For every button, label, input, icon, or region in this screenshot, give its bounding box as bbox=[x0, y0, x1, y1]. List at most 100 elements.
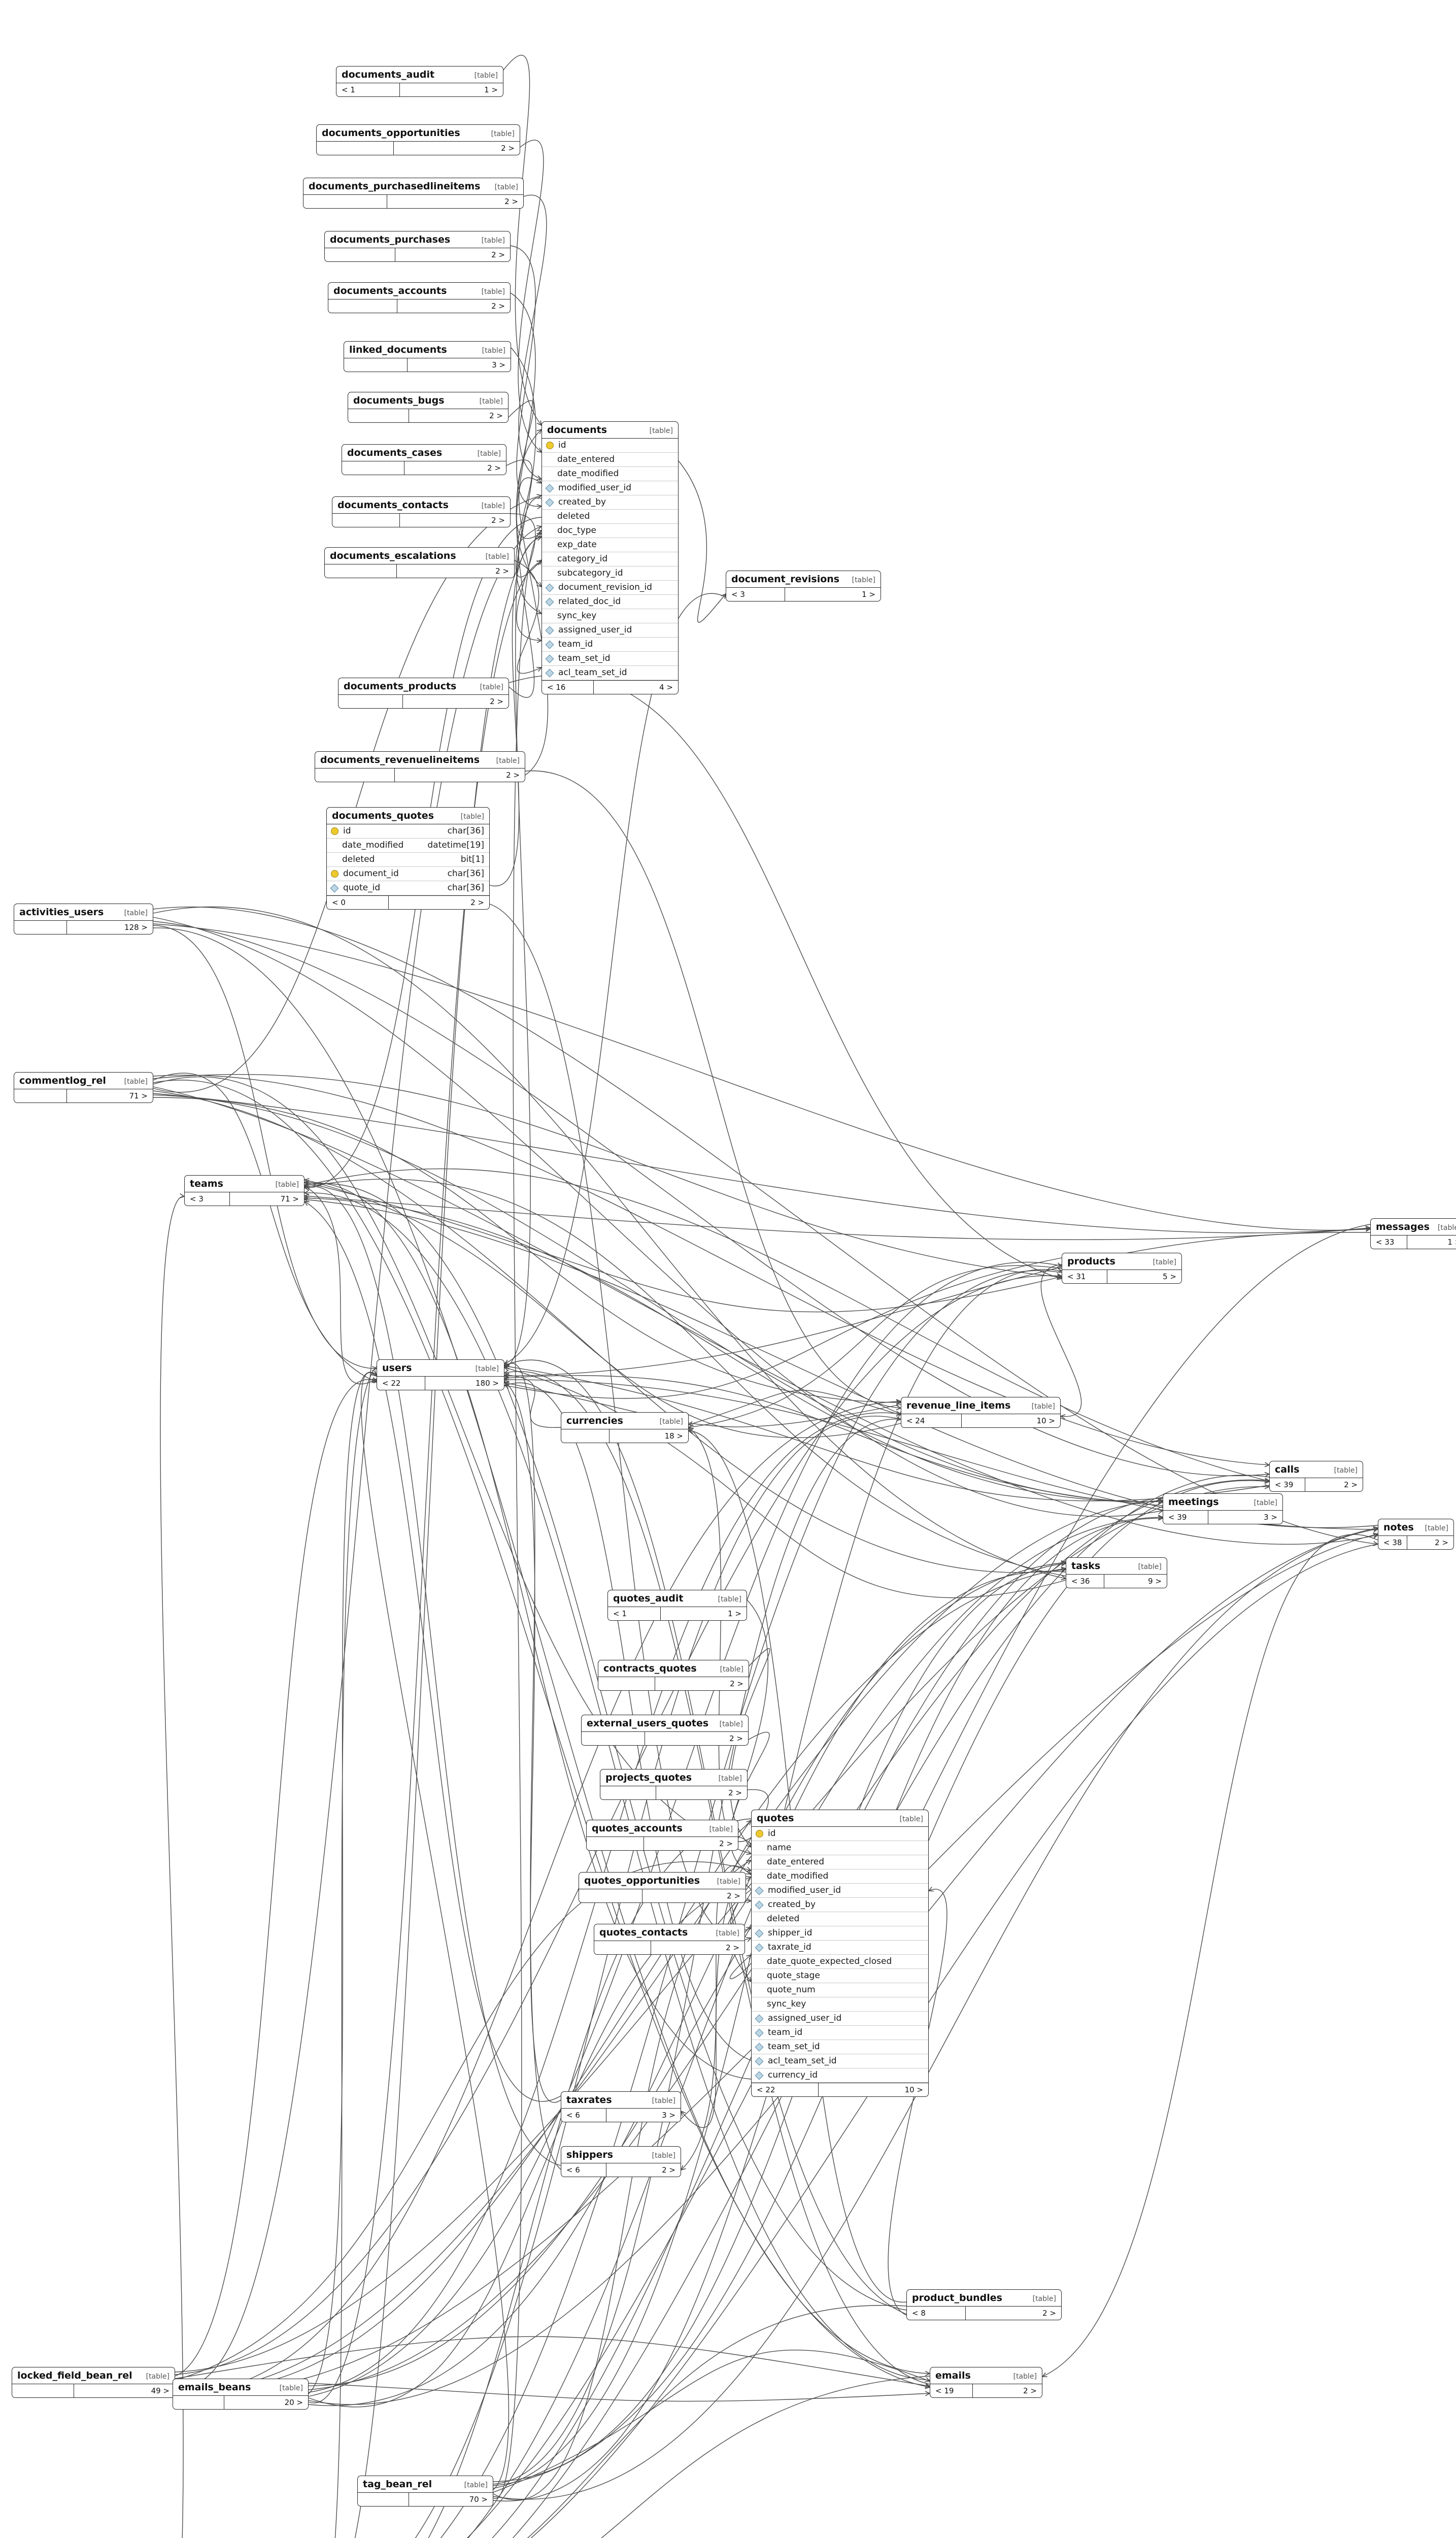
table-name[interactable]: tag_bean_rel bbox=[363, 2479, 432, 2490]
table-node-documents_purchasedlineitems[interactable]: documents_purchasedlineitems[table] 2 > bbox=[303, 178, 524, 209]
table-name[interactable]: linked_documents bbox=[349, 344, 447, 355]
edge-emails_beans-to-users bbox=[308, 1372, 377, 2394]
table-node-quotes_contacts[interactable]: quotes_contacts[table] 2 > bbox=[594, 1924, 745, 1955]
table-name[interactable]: documents_cases bbox=[347, 447, 443, 458]
table-name[interactable]: quotes bbox=[757, 1813, 794, 1824]
table-header: documents_cases[table] bbox=[342, 445, 506, 461]
table-name[interactable]: currencies bbox=[566, 1415, 623, 1426]
table-name[interactable]: tasks bbox=[1071, 1560, 1101, 1572]
table-name[interactable]: messages bbox=[1376, 1221, 1430, 1232]
table-node-documents_products[interactable]: documents_products[table] 2 > bbox=[338, 678, 509, 709]
table-header: quotes_contacts[table] bbox=[594, 1924, 744, 1941]
table-type-label: [table] bbox=[852, 576, 875, 584]
table-node-documents_cases[interactable]: documents_cases[table] 2 > bbox=[342, 444, 506, 475]
table-node-emails_beans[interactable]: emails_beans[table] 20 > bbox=[173, 2379, 309, 2410]
table-name[interactable]: revenue_line_items bbox=[906, 1400, 1011, 1411]
table-node-activities_users[interactable]: activities_users[table] 128 > bbox=[14, 904, 153, 934]
edge-currencies-to-users bbox=[504, 1375, 561, 1428]
table-node-quotes_opportunities[interactable]: quotes_opportunities[table] 2 > bbox=[579, 1872, 746, 1903]
table-name[interactable]: document_revisions bbox=[731, 574, 840, 585]
table-name[interactable]: documents_products bbox=[344, 681, 457, 692]
edge-emails_beans-to-revenue_line_items bbox=[308, 1413, 901, 2393]
table-node-documents_revenuelineitems[interactable]: documents_revenuelineitems[table] 2 > bbox=[315, 751, 525, 782]
edge-documents_purchasedlineitems-to-documents bbox=[518, 194, 547, 479]
foreign-key-icon bbox=[755, 2014, 764, 2023]
table-node-quotes_accounts[interactable]: quotes_accounts[table] 2 > bbox=[586, 1820, 738, 1851]
table-name[interactable]: quotes_contacts bbox=[599, 1927, 688, 1938]
table-name[interactable]: documents_purchasedlineitems bbox=[309, 181, 481, 192]
table-name[interactable]: quotes_accounts bbox=[592, 1823, 683, 1834]
edge-revenue_line_items-to-users bbox=[504, 1383, 901, 1427]
table-name[interactable]: documents_accounts bbox=[333, 285, 447, 296]
table-node-documents_purchases[interactable]: documents_purchases[table] 2 > bbox=[324, 231, 511, 262]
table-name[interactable]: documents_quotes bbox=[332, 810, 434, 821]
table-name[interactable]: locked_field_bean_rel bbox=[17, 2370, 132, 2381]
table-name[interactable]: product_bundles bbox=[912, 2292, 1002, 2303]
table-node-messages[interactable]: messages[table]< 331 > bbox=[1370, 1218, 1456, 1249]
table-name[interactable]: users bbox=[382, 1362, 412, 1374]
parent-relationship-count: 1 > bbox=[484, 85, 498, 94]
table-node-documents_opportunities[interactable]: documents_opportunities[table] 2 > bbox=[316, 124, 520, 155]
table-name[interactable]: commentlog_rel bbox=[19, 1075, 106, 1086]
table-name[interactable]: emails bbox=[935, 2370, 971, 2381]
table-name[interactable]: documents_contacts bbox=[337, 499, 449, 511]
parent-relationship-count: 1 > bbox=[1447, 1238, 1456, 1247]
table-node-contracts_quotes[interactable]: contracts_quotes[table] 2 > bbox=[598, 1660, 749, 1691]
table-name[interactable]: contracts_quotes bbox=[603, 1663, 697, 1674]
table-node-currencies[interactable]: currencies[table] 18 > bbox=[561, 1412, 689, 1443]
table-name[interactable]: emails_beans bbox=[178, 2382, 251, 2393]
table-name[interactable]: quotes_opportunities bbox=[584, 1875, 700, 1886]
table-name[interactable]: documents_purchases bbox=[330, 234, 451, 245]
table-node-tag_bean_rel[interactable]: tag_bean_rel[table] 70 > bbox=[357, 2476, 493, 2507]
parent-relationship-count: 3 > bbox=[1264, 1513, 1277, 1522]
table-name[interactable]: documents_bugs bbox=[353, 395, 445, 406]
table-name[interactable]: documents_opportunities bbox=[322, 127, 460, 139]
table-node-external_users_quotes[interactable]: external_users_quotes[table] 2 > bbox=[581, 1715, 749, 1746]
table-name[interactable]: meetings bbox=[1168, 1496, 1219, 1508]
table-name[interactable]: calls bbox=[1275, 1464, 1300, 1475]
table-name[interactable]: documents_escalations bbox=[330, 550, 456, 561]
table-node-locked_field_bean_rel[interactable]: locked_field_bean_rel[table] 49 > bbox=[12, 2367, 175, 2398]
table-name[interactable]: activities_users bbox=[19, 907, 104, 918]
table-name[interactable]: shippers bbox=[566, 2149, 614, 2160]
table-name[interactable]: documents bbox=[547, 424, 607, 436]
table-node-documents_bugs[interactable]: documents_bugs[table] 2 > bbox=[348, 392, 509, 423]
table-type-label: [table] bbox=[709, 1825, 733, 1833]
table-footer: 2 > bbox=[328, 299, 510, 313]
table-node-documents_escalations[interactable]: documents_escalations[table] 2 > bbox=[324, 547, 515, 578]
table-name[interactable]: documents_audit bbox=[342, 69, 435, 80]
table-node-projects_quotes[interactable]: projects_quotes[table] 2 > bbox=[600, 1769, 748, 1800]
parent-relationship-count: 2 > bbox=[1344, 1480, 1358, 1489]
table-name[interactable]: projects_quotes bbox=[605, 1772, 692, 1783]
table-node-commentlog_rel[interactable]: commentlog_rel[table] 71 > bbox=[14, 1072, 153, 1103]
table-node-linked_documents[interactable]: linked_documents[table] 3 > bbox=[344, 341, 511, 372]
column-row-team_id: team_id bbox=[542, 638, 678, 652]
table-name[interactable]: quotes_audit bbox=[613, 1593, 684, 1604]
table-name[interactable]: teams bbox=[190, 1178, 223, 1189]
table-name[interactable]: taxrates bbox=[566, 2094, 612, 2106]
table-node-documents_contacts[interactable]: documents_contacts[table] 2 > bbox=[332, 496, 511, 527]
table-name[interactable]: notes bbox=[1383, 1522, 1414, 1533]
table-name[interactable]: documents_revenuelineitems bbox=[320, 754, 480, 765]
table-node-documents_accounts[interactable]: documents_accounts[table] 2 > bbox=[328, 282, 511, 313]
table-name[interactable]: external_users_quotes bbox=[587, 1718, 709, 1729]
table-name[interactable]: products bbox=[1067, 1256, 1115, 1267]
